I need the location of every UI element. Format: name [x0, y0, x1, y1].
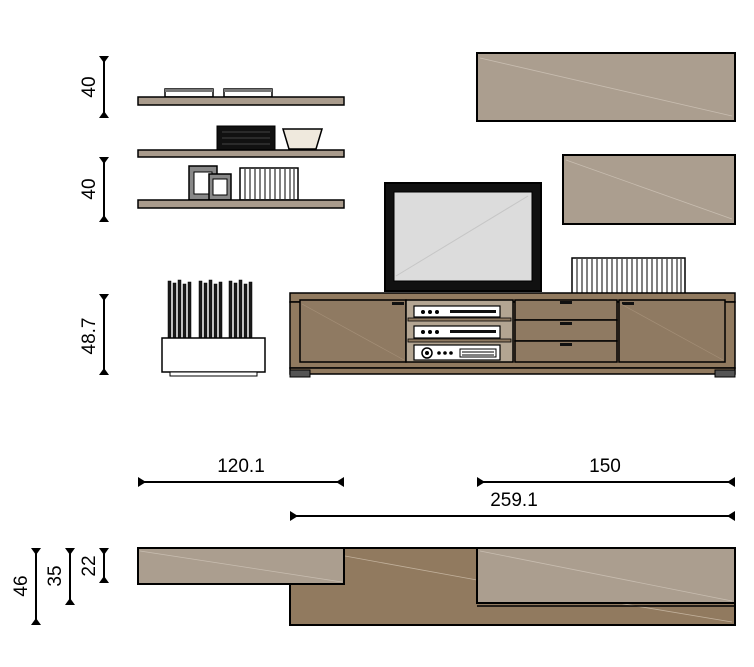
- shelf-bottom: [137, 199, 345, 209]
- dimension-tv-unit-height: 48.7: [79, 294, 109, 375]
- dimension-shelf-width: 120.1: [138, 456, 344, 487]
- dimension-plan-depth-shelf: 22: [79, 548, 109, 583]
- ribbed-box-tv-unit: [571, 257, 686, 295]
- television: [384, 182, 542, 292]
- dimension-total-width: 259.1: [290, 490, 735, 521]
- plant-pot: [161, 279, 266, 377]
- dimension-wall-panel-width: 150: [477, 456, 735, 487]
- upper-shelf-gap-label: 40: [79, 76, 100, 97]
- shelf-middle: [137, 149, 345, 158]
- plan-depth-shelf-label: 22: [79, 555, 100, 576]
- dimension-plan-depth-total: 46: [11, 548, 41, 625]
- ribbed-box-shelf: [239, 167, 299, 201]
- bowl: [281, 128, 324, 150]
- tv-screen: [393, 191, 533, 282]
- total-width-label: 259.1: [490, 490, 538, 511]
- lower-shelf-gap-label: 40: [79, 178, 100, 199]
- plan-shelf: [137, 547, 345, 585]
- tv-cabinet: [289, 292, 736, 378]
- plan-depth-mid-label: 35: [45, 565, 66, 586]
- shelf-width-label: 120.1: [217, 456, 265, 477]
- plan-depth-total-label: 46: [11, 575, 32, 596]
- tv-unit-height-label: 48.7: [79, 318, 100, 355]
- dimension-upper-shelf-gap: 40: [79, 56, 109, 118]
- plan-wall-panel: [476, 547, 736, 604]
- shelf-top: [137, 96, 345, 106]
- dimension-plan-depth-mid: 35: [45, 548, 75, 605]
- wall-shelves: [137, 88, 345, 209]
- drawer-3: [514, 340, 618, 363]
- plan-view: [137, 547, 736, 626]
- wall-panel-width-label: 150: [589, 456, 621, 477]
- dimension-lower-shelf-gap: 40: [79, 157, 109, 222]
